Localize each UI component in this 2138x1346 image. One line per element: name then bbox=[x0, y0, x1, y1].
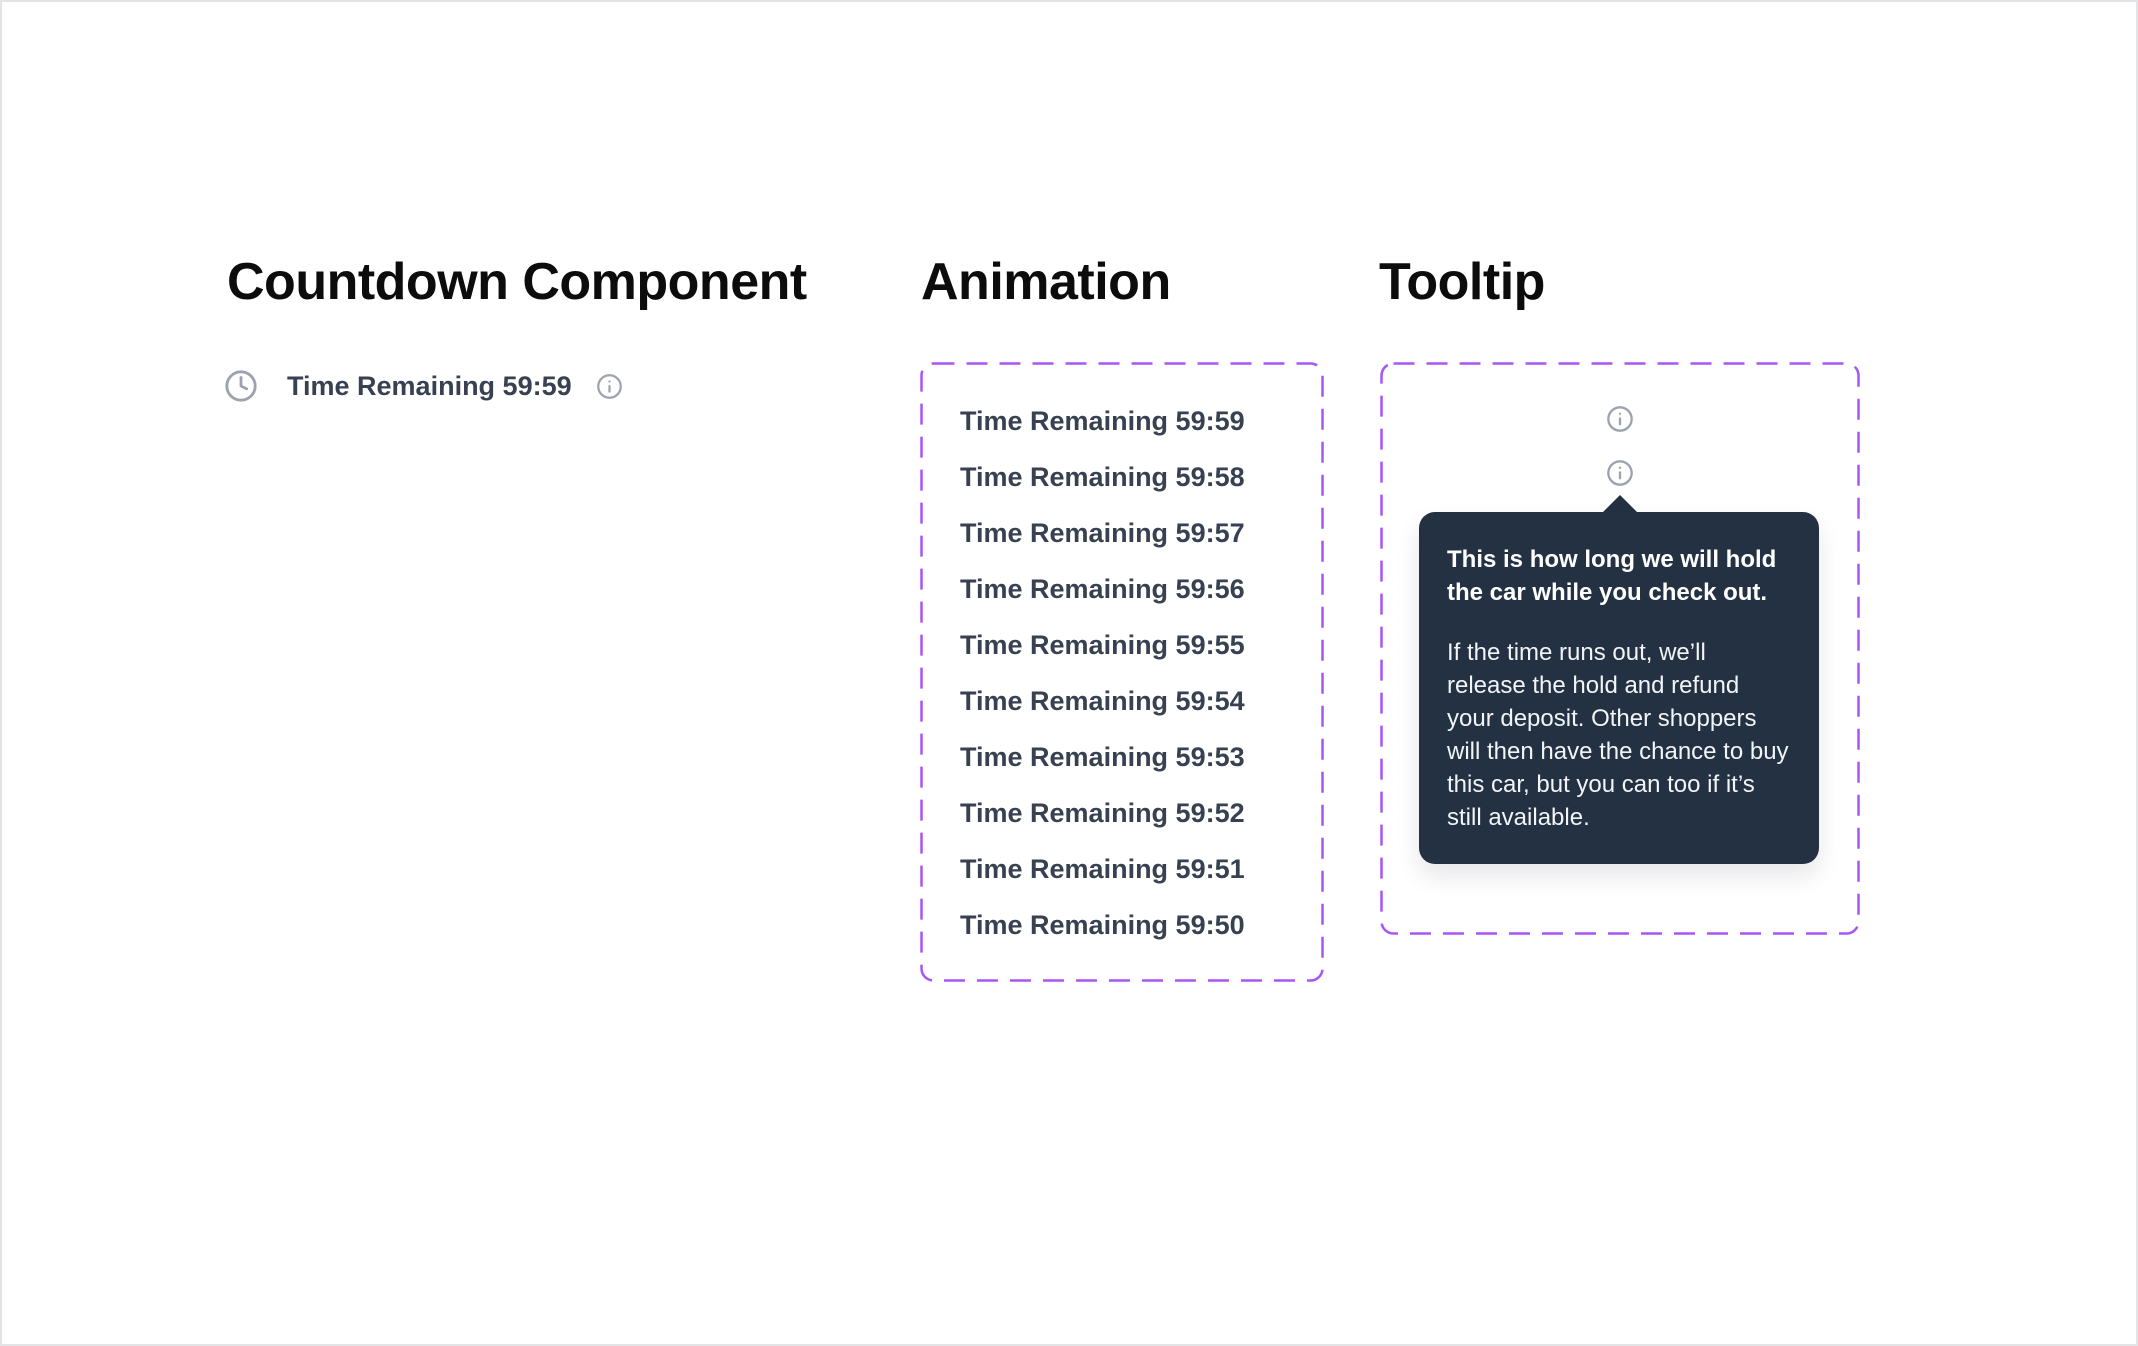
tooltip-body: If the time runs out, we’ll release the … bbox=[1447, 639, 1789, 831]
animation-frame-item: Time Remaining 59:58 bbox=[960, 462, 1245, 492]
tooltip-arrow bbox=[1602, 495, 1638, 513]
tooltip-title: This is how long we will hold the car wh… bbox=[1447, 546, 1777, 606]
tooltip-section-title: Tooltip bbox=[1379, 253, 1545, 311]
countdown-label: Time Remaining 59:59 bbox=[287, 370, 572, 401]
animation-frame-item: Time Remaining 59:57 bbox=[960, 518, 1245, 548]
info-icon[interactable] bbox=[596, 373, 623, 400]
dashed-border bbox=[1380, 362, 1860, 935]
tooltip-trigger-active[interactable] bbox=[1606, 459, 1634, 487]
animation-frame-item: Time Remaining 59:51 bbox=[960, 854, 1245, 884]
animation-frame-item: Time Remaining 59:53 bbox=[960, 742, 1245, 772]
countdown-section-title: Countdown Component bbox=[227, 253, 807, 311]
tooltip-spec-box: This is how long we will hold the car wh… bbox=[1380, 362, 1860, 935]
info-icon[interactable] bbox=[1606, 459, 1634, 487]
countdown-component: Time Remaining 59:59 bbox=[224, 364, 623, 408]
clock-icon bbox=[225, 370, 257, 402]
animation-frame-list: Time Remaining 59:59 Time Remaining 59:5… bbox=[920, 362, 1324, 939]
tooltip-trigger-default[interactable] bbox=[1606, 405, 1634, 433]
animation-frame-item: Time Remaining 59:50 bbox=[960, 910, 1245, 940]
animation-section-title: Animation bbox=[921, 253, 1171, 311]
animation-frame-item: Time Remaining 59:52 bbox=[960, 798, 1245, 828]
dashed-border bbox=[920, 362, 1324, 982]
info-icon[interactable] bbox=[1606, 405, 1634, 433]
animation-frame-item: Time Remaining 59:54 bbox=[960, 686, 1245, 716]
animation-spec-box: Time Remaining 59:59 Time Remaining 59:5… bbox=[920, 362, 1324, 982]
animation-frame-item: Time Remaining 59:59 bbox=[960, 406, 1245, 436]
animation-frame-item: Time Remaining 59:55 bbox=[960, 630, 1245, 660]
animation-frame-item: Time Remaining 59:56 bbox=[960, 574, 1245, 604]
tooltip-popup: This is how long we will hold the car wh… bbox=[1419, 512, 1819, 864]
